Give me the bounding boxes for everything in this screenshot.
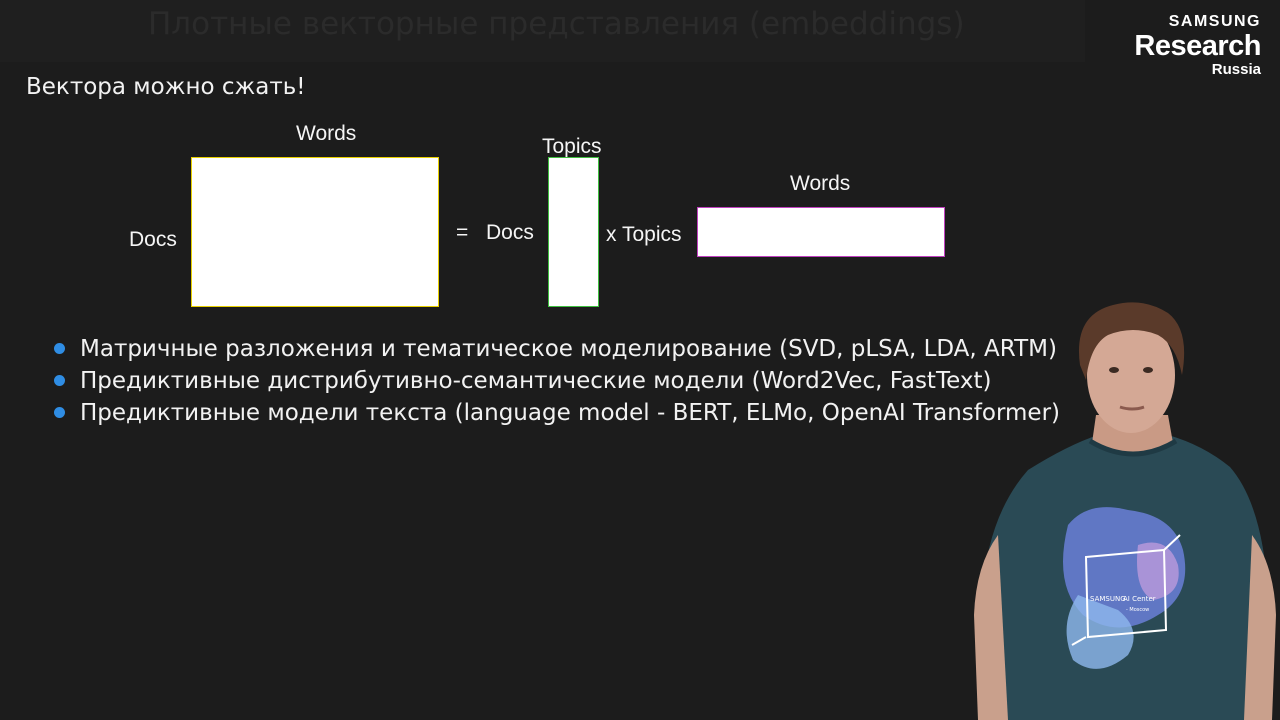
samsung-research-logo: SAMSUNG Research Russia [1134,13,1261,78]
bullet-item: Предиктивные модели текста (language mod… [52,397,1060,429]
shirt-text-1: SAMSUNG [1090,595,1126,603]
bullet-dot-icon [54,407,65,418]
bullet-dot-icon [54,375,65,386]
bullet-item: Предиктивные дистрибутивно-семантические… [52,365,1060,397]
slide-title: Плотные векторные представления (embeddi… [148,6,965,42]
docs-label-middle: Docs [486,221,534,244]
bullet-text: Матричные разложения и тематическое моде… [80,336,1057,362]
bullet-dot-icon [54,343,65,354]
times-topics-label: x Topics [606,223,682,246]
words-label-top: Words [296,122,357,145]
equals-sign: = [456,221,469,244]
presenter-video: SAMSUNG AI Center - Moscow [974,302,1276,720]
docs-topics-matrix [548,157,599,307]
docs-label-left: Docs [129,228,177,251]
logo-line-3: Russia [1211,61,1261,78]
shirt-text-2: AI Center [1123,595,1156,603]
logo-line-2: Research [1134,30,1261,62]
bullet-item: Матричные разложения и тематическое моде… [52,333,1060,365]
topics-label-top: Topics [542,135,602,158]
docs-words-matrix [191,157,439,307]
logo-line-1: SAMSUNG [1168,13,1261,30]
words-label-right: Words [790,172,851,195]
slide-subtitle: Вектора можно сжать! [26,74,306,100]
shirt-text-3: - Moscow [1126,607,1149,613]
topics-words-matrix [697,207,945,257]
slide-title-bar: Плотные векторные представления (embeddi… [0,0,1085,62]
bullet-text: Предиктивные дистрибутивно-семантические… [80,368,992,394]
bullet-list: Матричные разложения и тематическое моде… [52,333,1060,429]
bullet-text: Предиктивные модели текста (language mod… [80,400,1060,426]
